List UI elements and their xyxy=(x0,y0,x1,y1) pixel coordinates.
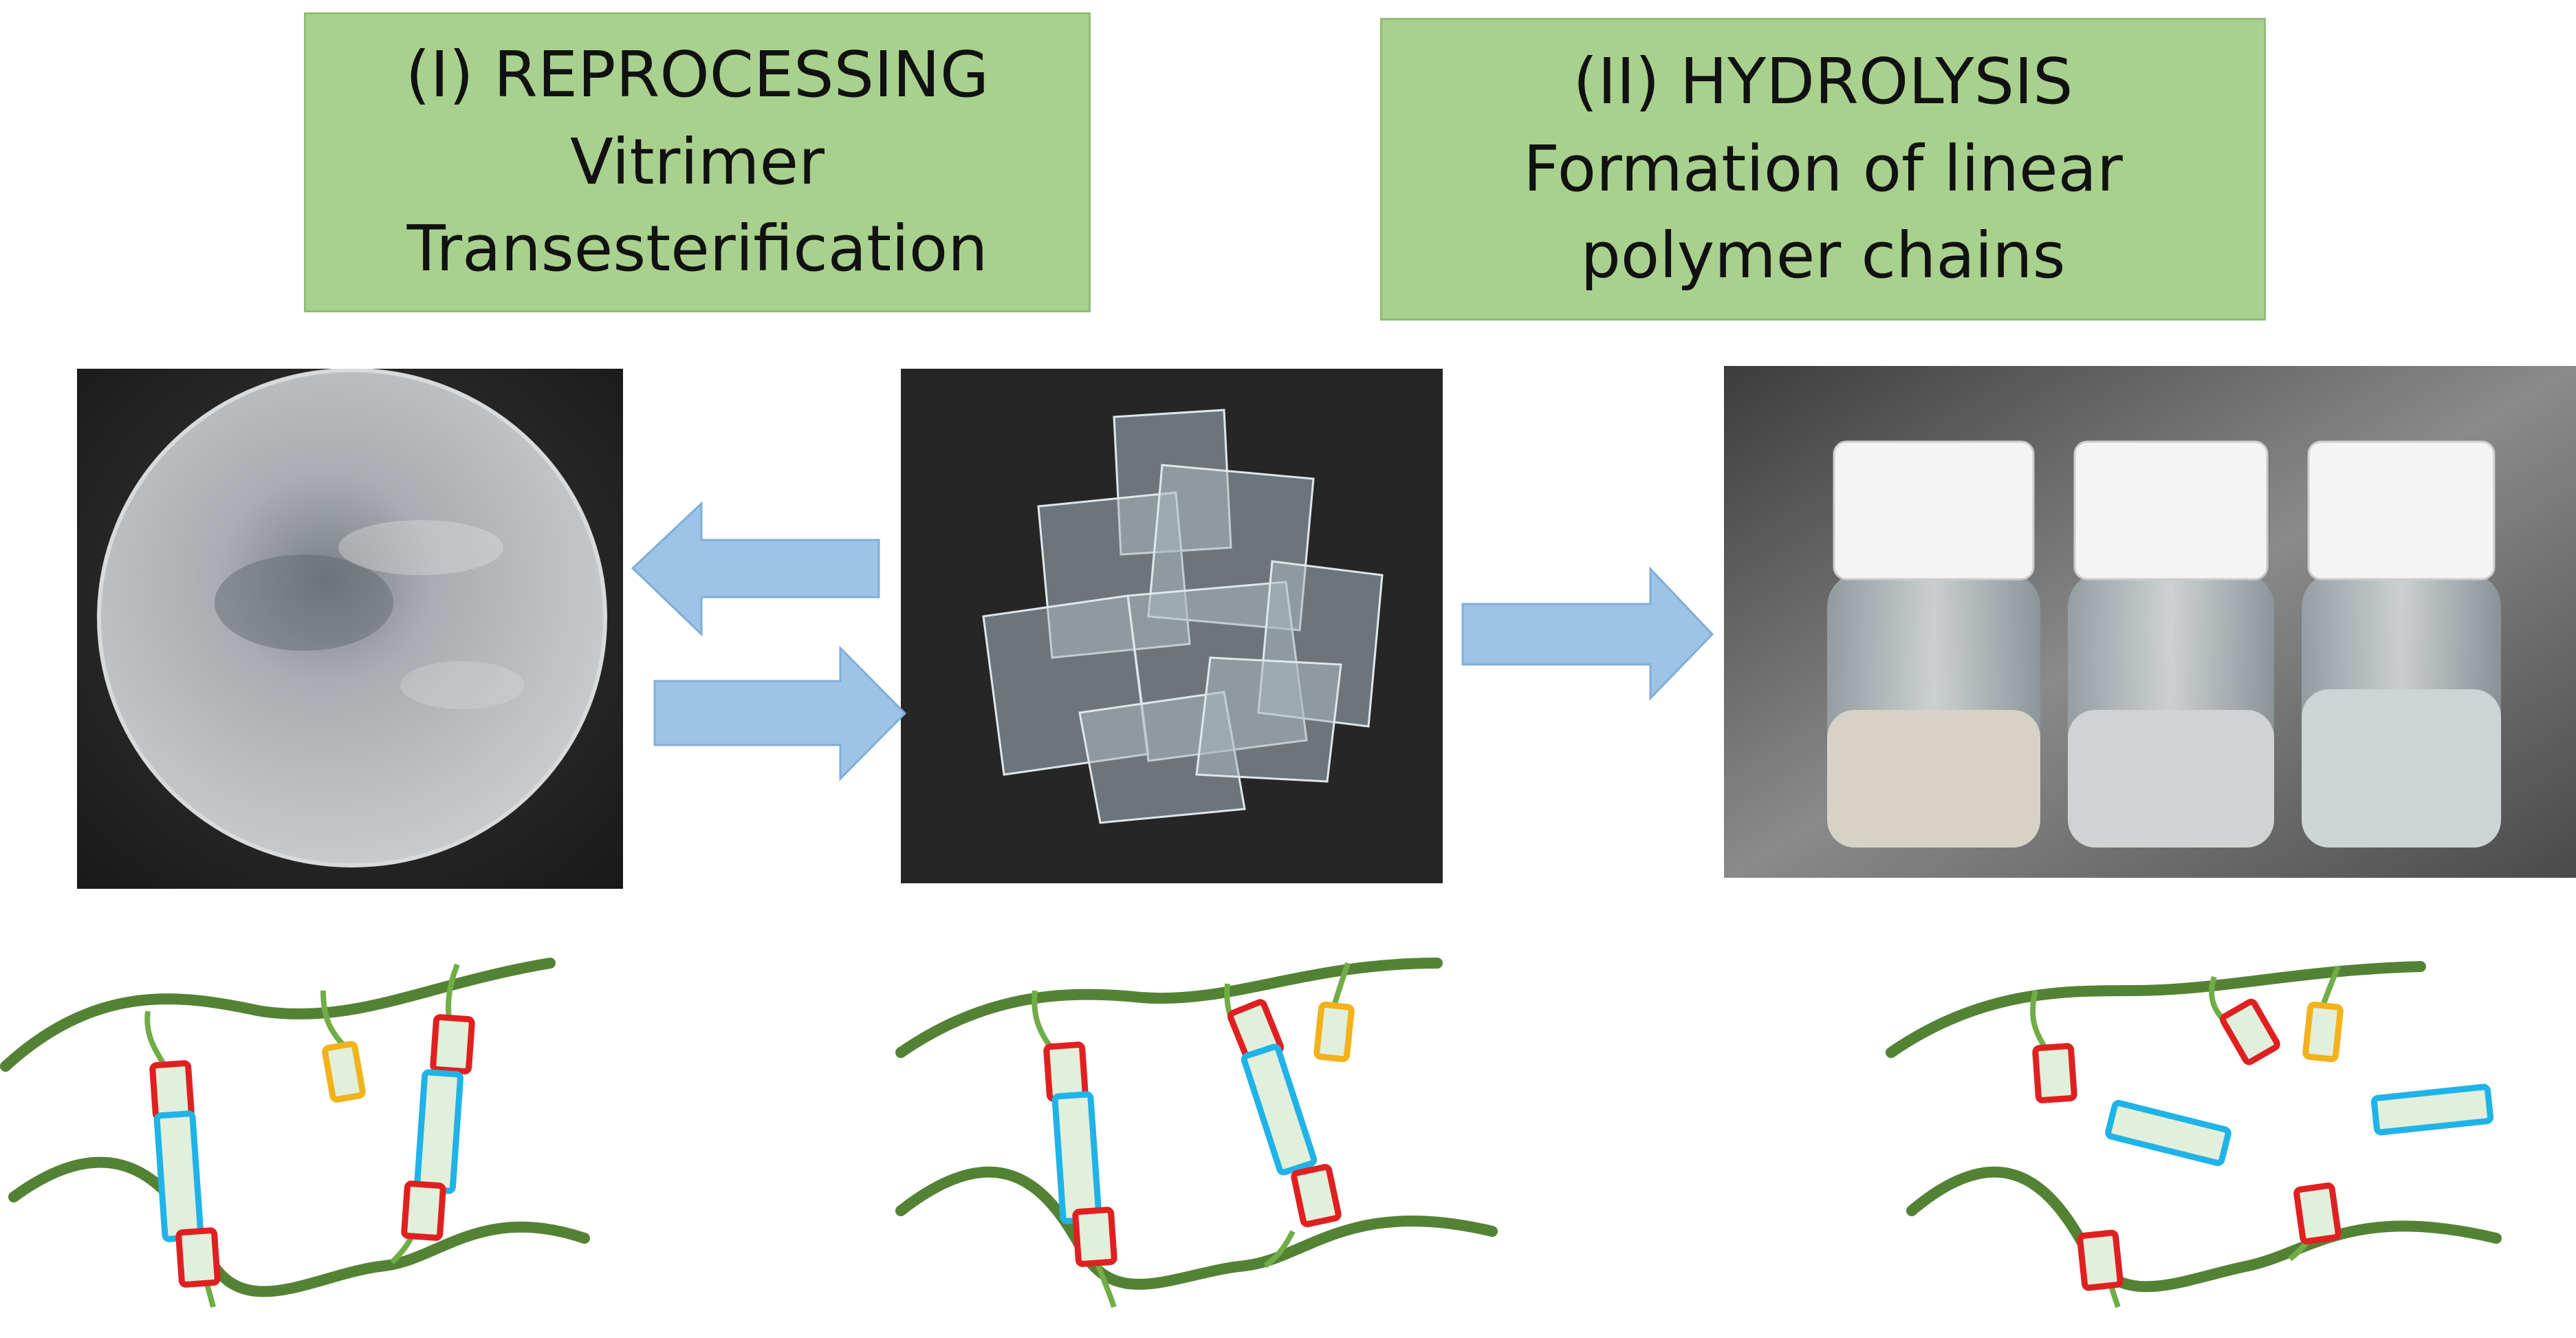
hydrolysis-vials-photo xyxy=(1724,366,2576,878)
crosslinked-network-1 xyxy=(0,958,590,1308)
hydrolysis-title: (II) HYDROLYSIS xyxy=(1573,44,2073,118)
reprocessing-title: (I) REPROCESSING xyxy=(405,37,990,111)
reprocessing-subtitle-vitrimer: Vitrimer xyxy=(570,125,825,199)
right-arrow-to-vials xyxy=(1461,566,1714,701)
film-pieces-photo xyxy=(901,369,1443,883)
hydrolyzed-linear-chains xyxy=(1886,961,2502,1308)
hydrolysis-label-box: (II) HYDROLYSIS Formation of linear poly… xyxy=(1380,18,2266,321)
right-arrow-to-films xyxy=(653,645,907,781)
reprocessed-disc-photo xyxy=(77,369,623,889)
reprocessing-label-box: (I) REPROCESSING Vitrimer Transesterific… xyxy=(304,12,1091,312)
hydrolysis-subtitle-line2: polymer chains xyxy=(1580,219,2066,293)
reprocessing-subtitle-transesterification: Transesterification xyxy=(406,212,988,286)
left-arrow xyxy=(631,501,880,637)
crosslinked-network-2 xyxy=(895,958,1498,1308)
hydrolysis-subtitle-line1: Formation of linear xyxy=(1523,131,2123,206)
